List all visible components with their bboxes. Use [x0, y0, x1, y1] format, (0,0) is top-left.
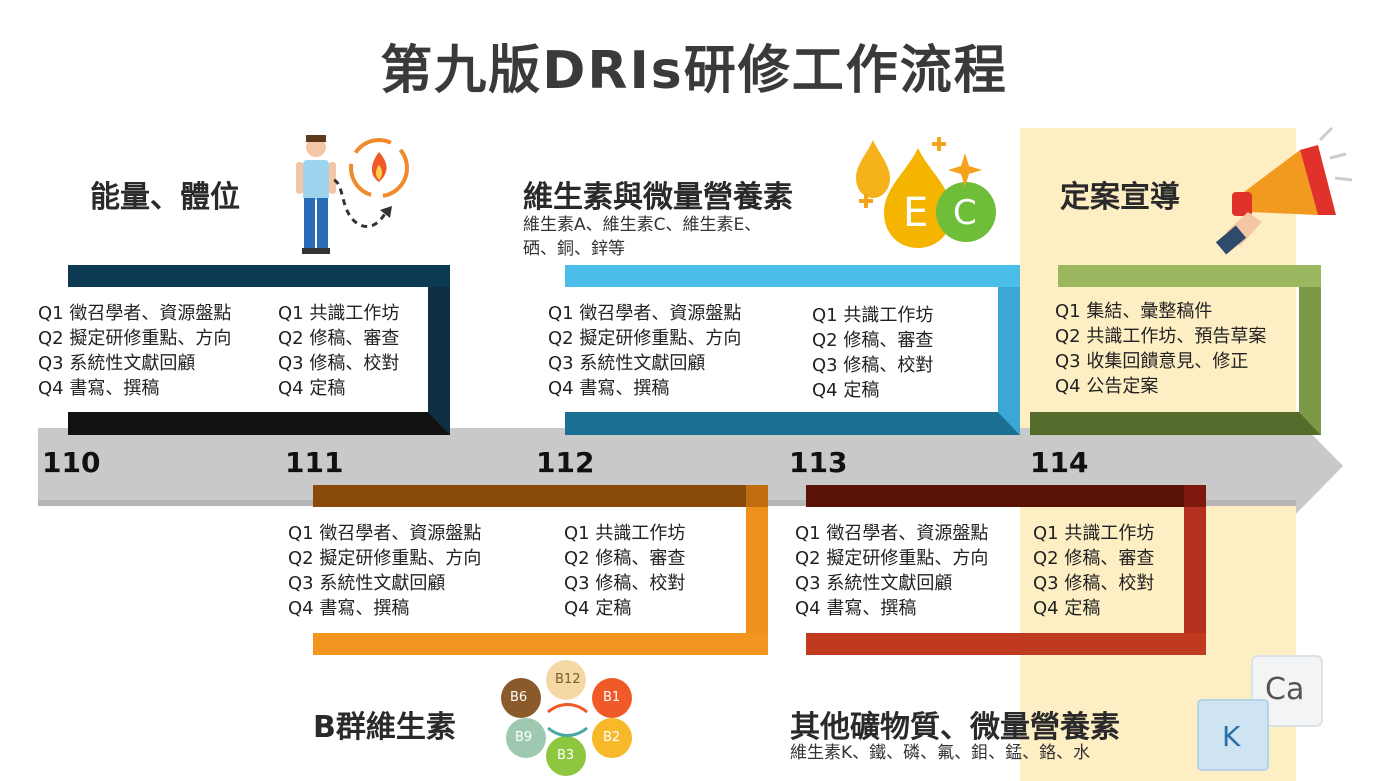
energy-col1: Q1 徵召學者、資源盤點 Q2 擬定研修重點、方向 Q3 系統性文獻回顧 Q4 … [38, 301, 231, 401]
b2-label: B2 [603, 730, 621, 745]
minerals-q1b: Q1 共識工作坊 [1033, 523, 1155, 544]
k-tile-label: K [1222, 720, 1241, 753]
bvitamins-q3b: Q3 修稿、校對 [564, 573, 686, 594]
minerals-col2: Q1 共識工作坊 Q2 修稿、審查 Q3 修稿、校對 Q4 定稿 [1033, 521, 1154, 621]
minerals-q3: Q3 系統性文獻回顧 [795, 573, 953, 594]
vitamins-subtitle: 維生素A、維生素C、維生素E、 硒、銅、鋅等 [523, 213, 761, 261]
bvitamins-bracket [313, 485, 768, 655]
bvitamins-col1: Q1 徵召學者、資源盤點 Q2 擬定研修重點、方向 Q3 系統性文獻回顧 Q4 … [288, 521, 481, 621]
vitamin-c-label: C [953, 193, 977, 233]
vitamins-q1: Q1 徵召學者、資源盤點 [548, 303, 742, 324]
vitamin-drops-icon [856, 137, 996, 248]
b3-label: B3 [557, 748, 575, 763]
b1-label: B1 [603, 690, 621, 705]
energy-q2: Q2 擬定研修重點、方向 [38, 328, 232, 349]
year-label-112: 112 [536, 446, 595, 479]
final-q3: Q3 收集回饋意見、修正 [1055, 351, 1249, 372]
bvitamins-title: B群維生素 [313, 710, 456, 745]
bvitamins-q4: Q4 書寫、撰稿 [288, 598, 410, 619]
energy-q3: Q3 系統性文獻回顧 [38, 353, 196, 374]
energy-q2b: Q2 修稿、審查 [278, 328, 400, 349]
energy-q4b: Q4 定稿 [278, 378, 346, 399]
energy-q1: Q1 徵召學者、資源盤點 [38, 303, 232, 324]
minerals-q2b: Q2 修稿、審查 [1033, 548, 1155, 569]
vitamins-q1b: Q1 共識工作坊 [812, 305, 934, 326]
bvitamins-col2: Q1 共識工作坊 Q2 修稿、審查 Q3 修稿、校對 Q4 定稿 [564, 521, 685, 621]
vitamins-sub-line2: 硒、銅、鋅等 [523, 239, 625, 259]
minerals-bracket [806, 485, 1206, 655]
bvitamins-q2: Q2 擬定研修重點、方向 [288, 548, 482, 569]
minerals-q3b: Q3 修稿、校對 [1033, 573, 1155, 594]
year-label-114: 114 [1030, 446, 1089, 479]
minerals-q4b: Q4 定稿 [1033, 598, 1101, 619]
vitamin-e-label: E [903, 190, 929, 236]
megaphone-icon [1215, 126, 1353, 255]
b-vitamin-cycle-icon [501, 660, 632, 776]
vitamins-bracket [565, 265, 1020, 435]
final-q1: Q1 集結、彙整稿件 [1055, 301, 1213, 322]
minerals-subtitle: 維生素K、鐵、磷、氟、鉬、錳、鉻、水 [790, 743, 1091, 763]
final-col1: Q1 集結、彙整稿件 Q2 共識工作坊、預告草案 Q3 收集回饋意見、修正 Q4… [1055, 299, 1266, 399]
vitamins-q4: Q4 書寫、撰稿 [548, 378, 670, 399]
year-label-113: 113 [789, 446, 848, 479]
vitamins-q4b: Q4 定稿 [812, 380, 880, 401]
final-q4: Q4 公告定案 [1055, 376, 1159, 397]
energy-q3b: Q3 修稿、校對 [278, 353, 400, 374]
energy-col2: Q1 共識工作坊 Q2 修稿、審查 Q3 修稿、校對 Q4 定稿 [278, 301, 399, 401]
minerals-q4: Q4 書寫、撰稿 [795, 598, 917, 619]
energy-q4: Q4 書寫、撰稿 [38, 378, 160, 399]
energy-q1b: Q1 共識工作坊 [278, 303, 400, 324]
year-label-111: 111 [285, 446, 344, 479]
vitamins-col2: Q1 共識工作坊 Q2 修稿、審查 Q3 修稿、校對 Q4 定稿 [812, 303, 933, 403]
final-bracket [1030, 265, 1321, 435]
vitamins-sub-line1: 維生素A、維生素C、維生素E、 [523, 215, 762, 235]
bvitamins-q3: Q3 系統性文獻回顧 [288, 573, 446, 594]
vitamins-q2: Q2 擬定研修重點、方向 [548, 328, 742, 349]
bvitamins-q1b: Q1 共識工作坊 [564, 523, 686, 544]
vitamins-q2b: Q2 修稿、審查 [812, 330, 934, 351]
b12-label: B12 [555, 672, 581, 687]
person-metabolism-icon [296, 135, 409, 254]
energy-bracket [68, 265, 450, 435]
page-title: 第九版DRIs研修工作流程 [380, 41, 1008, 101]
bvitamins-q1: Q1 徵召學者、資源盤點 [288, 523, 482, 544]
minerals-title: 其他礦物質、微量營養素 [790, 710, 1120, 745]
ca-tile-label: Ca [1265, 672, 1305, 707]
vitamins-title: 維生素與微量營養素 [523, 180, 793, 215]
energy-title: 能量、體位 [90, 180, 240, 215]
minerals-q2: Q2 擬定研修重點、方向 [795, 548, 989, 569]
final-title: 定案宣導 [1060, 180, 1180, 215]
final-q2: Q2 共識工作坊、預告草案 [1055, 326, 1267, 347]
vitamins-q3: Q3 系統性文獻回顧 [548, 353, 706, 374]
bvitamins-q2b: Q2 修稿、審查 [564, 548, 686, 569]
b6-label: B6 [510, 690, 528, 705]
year-label-110: 110 [42, 446, 101, 479]
minerals-q1: Q1 徵召學者、資源盤點 [795, 523, 989, 544]
vitamins-q3b: Q3 修稿、校對 [812, 355, 934, 376]
b9-label: B9 [515, 730, 533, 745]
bvitamins-q4b: Q4 定稿 [564, 598, 632, 619]
vitamins-col1: Q1 徵召學者、資源盤點 Q2 擬定研修重點、方向 Q3 系統性文獻回顧 Q4 … [548, 301, 741, 401]
mineral-tiles-icon [1197, 655, 1323, 771]
minerals-col1: Q1 徵召學者、資源盤點 Q2 擬定研修重點、方向 Q3 系統性文獻回顧 Q4 … [795, 521, 988, 621]
